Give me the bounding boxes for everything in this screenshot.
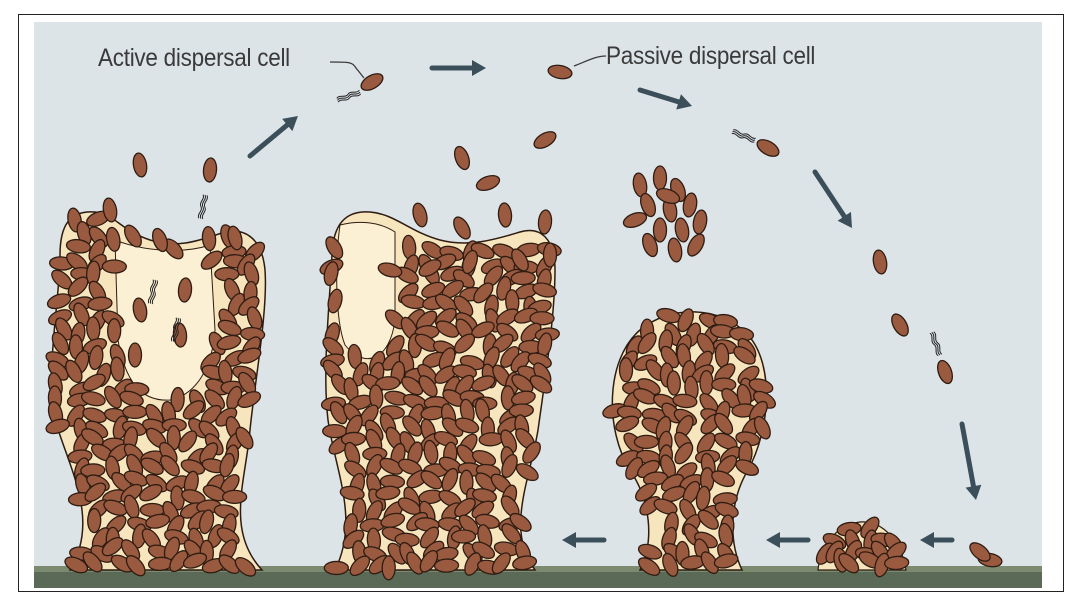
floating-clump-cell [654,218,667,242]
biofilm-cell [88,508,101,532]
motile-cell [129,343,142,367]
biofilm-cell [451,530,475,543]
released-cell [450,214,473,241]
arrow-descend-1-head [676,94,692,109]
arrow-return-1-head [920,532,934,548]
escaping-cell [132,152,149,178]
dispersal-cell-flagellum [731,129,756,143]
motile-dispersal-cell [754,136,781,159]
released-cell [531,128,558,151]
arrow-descend-3-head [966,485,982,500]
arrow-descend-1-shaft [640,90,679,102]
biofilm-cell [667,371,681,395]
floating-clump-cell [654,166,667,190]
dispersal-cell [872,249,889,275]
biofilm-2-void [337,222,395,358]
biofilm-cell [102,260,126,273]
biofilm-cell [511,271,535,285]
biofilm-cell [382,556,395,580]
passive-label-leader [574,56,606,66]
biofilm-cell [324,561,348,574]
active-dispersal-label: Active dispersal cell [98,44,290,73]
biofilm-cell [123,405,147,418]
released-cell [497,202,512,227]
substrate-surface [34,570,1042,594]
released-cell [411,202,430,229]
arrow-return-2-head [766,532,780,548]
motile-dispersal-cell [935,359,955,386]
biofilm-cell [700,371,713,395]
biofilm-cell [634,435,658,448]
active-dispersal-cell [358,70,385,93]
biofilm-cell [530,312,554,325]
released-cell [537,209,552,234]
active-label-leader [330,62,364,78]
dispersal-cell [888,311,911,338]
arrow-return-3-head [562,532,576,548]
biofilm-cell [434,559,458,573]
biofilm-cell [620,358,633,382]
passive-dispersal-label: Passive dispersal cell [606,42,815,71]
dispersal-cell-flagellum [929,331,943,356]
biofilm-1-void [115,240,215,400]
arrow-descend-2-shaft [815,172,844,216]
arrow-across-head [472,60,486,76]
biofilm-cell [107,319,120,343]
released-cell [475,173,502,193]
released-cell [452,145,472,172]
released-cell [544,243,557,267]
escaping-cell [202,157,217,182]
escaping-cell-flagellum [198,195,208,220]
arrow-descend-3-shaft [962,424,973,486]
passive-dispersal-cell [547,64,573,81]
arrow-rise-shaft [250,125,287,156]
active-cell-flagellum [336,89,361,103]
biofilm-cell [223,490,247,503]
